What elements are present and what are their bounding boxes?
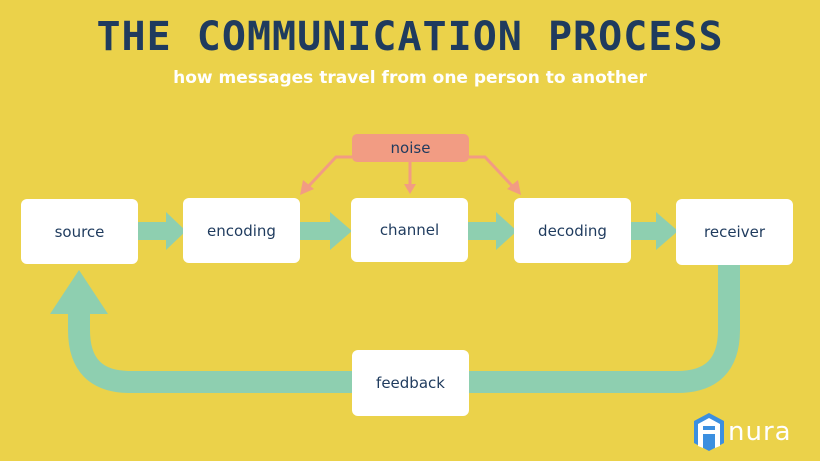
decoding-box: decoding (514, 198, 631, 263)
noise-arrowhead-right (507, 180, 521, 195)
noise-label: noise (390, 139, 431, 157)
channel-box: channel (351, 198, 468, 262)
feedback-arrowhead (50, 270, 108, 314)
arrow-encoding-to-channel (300, 212, 352, 250)
receiver-box: receiver (676, 199, 793, 265)
noise-arrowhead-left (300, 180, 314, 195)
channel-label: channel (379, 221, 440, 239)
feedback-label: feedback (376, 374, 445, 392)
noise-arrowhead-center (404, 184, 416, 194)
source-label: source (54, 222, 105, 241)
arrow-channel-to-decoding (468, 212, 517, 250)
source-box: source (21, 199, 138, 264)
receiver-label: receiver (704, 223, 765, 241)
encoding-label: encoding (207, 221, 276, 240)
arrow-decoding-to-receiver (630, 212, 678, 250)
page-subtitle: how messages travel from one person to a… (173, 68, 647, 88)
logo: nura (692, 410, 812, 454)
logo-icon (694, 413, 724, 451)
logo-text: nura (728, 417, 792, 447)
encoding-box: encoding (183, 198, 300, 263)
noise-box: noise (352, 134, 469, 162)
decoding-label: decoding (538, 221, 607, 240)
feedback-box: feedback (352, 350, 469, 416)
noise-arrows (303, 155, 518, 192)
arrow-source-to-encoding (138, 212, 186, 250)
page-title: THE COMMUNICATION PROCESS (96, 14, 724, 60)
